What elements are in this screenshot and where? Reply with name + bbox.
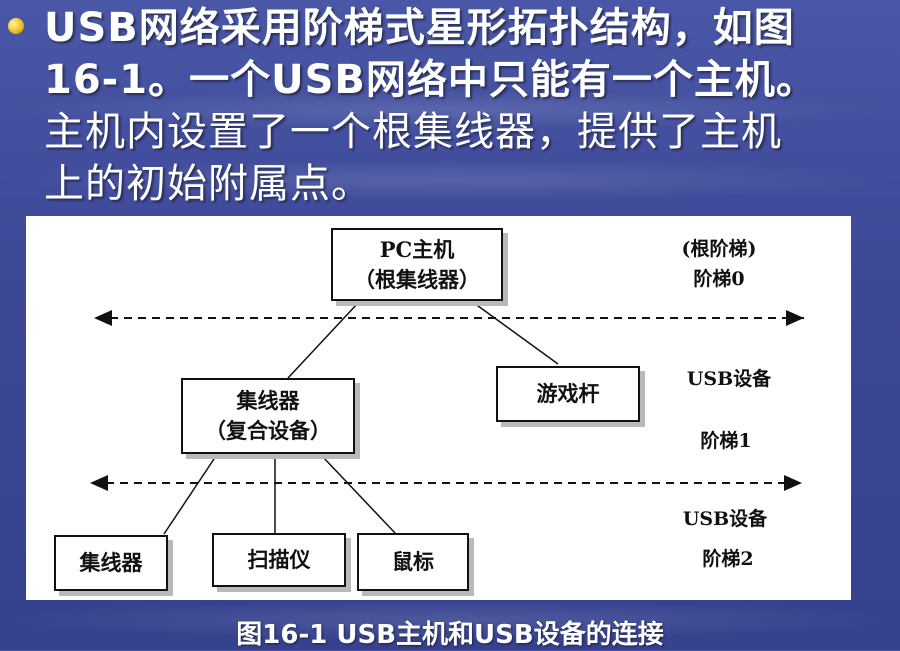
bullet-icon: [8, 18, 24, 34]
pc-host-sublabel: （根集线器）: [354, 266, 480, 292]
joystick-node: 游戏杆: [496, 366, 640, 422]
pc-host-label: PC主机: [379, 236, 455, 262]
paragraph-line-4: 上的初始附属点。: [44, 161, 372, 207]
paragraph-line-2: 16-1。一个USB网络中只能有一个主机。: [44, 57, 817, 103]
tier1-device-label: USB设备: [686, 368, 772, 390]
edge-hub-mouse: [321, 455, 397, 535]
figure-caption: 图16-1 USB主机和USB设备的连接: [236, 620, 664, 650]
edge-host-joystick: [473, 302, 559, 365]
mouse-label: 鼠标: [392, 549, 434, 574]
tier0-root-text: (根阶梯): [681, 238, 757, 260]
pc-host-node: PC主机 （根集线器）: [331, 228, 503, 301]
scanner-node: 扫描仪: [212, 533, 346, 587]
tier0-label: (根阶梯) 阶梯0: [664, 234, 774, 294]
mouse-node: 鼠标: [357, 533, 469, 591]
tier1-label: 阶梯1: [700, 430, 752, 452]
compound-hub-node: 集线器 （复合设备）: [181, 378, 355, 454]
diagram-connectors: [90, 302, 804, 535]
paragraph-line-3: 主机内设置了一个根集线器，提供了主机: [44, 109, 782, 155]
tier0-text: 阶梯0: [693, 268, 745, 290]
slide-paragraph: USB网络采用阶梯式星形拓扑结构，如图 16-1。一个USB网络中只能有一个主机…: [44, 2, 894, 210]
diagram-panel: PC主机 （根集线器） 集线器 （复合设备） 游戏杆 集线器 扫描仪 鼠标 (根…: [26, 216, 851, 600]
edge-hub-hub2: [163, 455, 217, 535]
compound-hub-sublabel: （复合设备）: [205, 418, 331, 443]
joystick-label: 游戏杆: [536, 381, 600, 406]
scanner-label: 扫描仪: [247, 547, 311, 572]
tier2-device-label: USB设备: [682, 508, 768, 530]
paragraph-line-1: USB网络采用阶梯式星形拓扑结构，如图: [44, 5, 795, 51]
hub-label: 集线器: [79, 550, 143, 575]
hub-node: 集线器: [54, 535, 168, 591]
tier2-label: 阶梯2: [702, 548, 754, 570]
edge-host-hub: [287, 302, 359, 379]
compound-hub-label: 集线器: [236, 388, 300, 413]
